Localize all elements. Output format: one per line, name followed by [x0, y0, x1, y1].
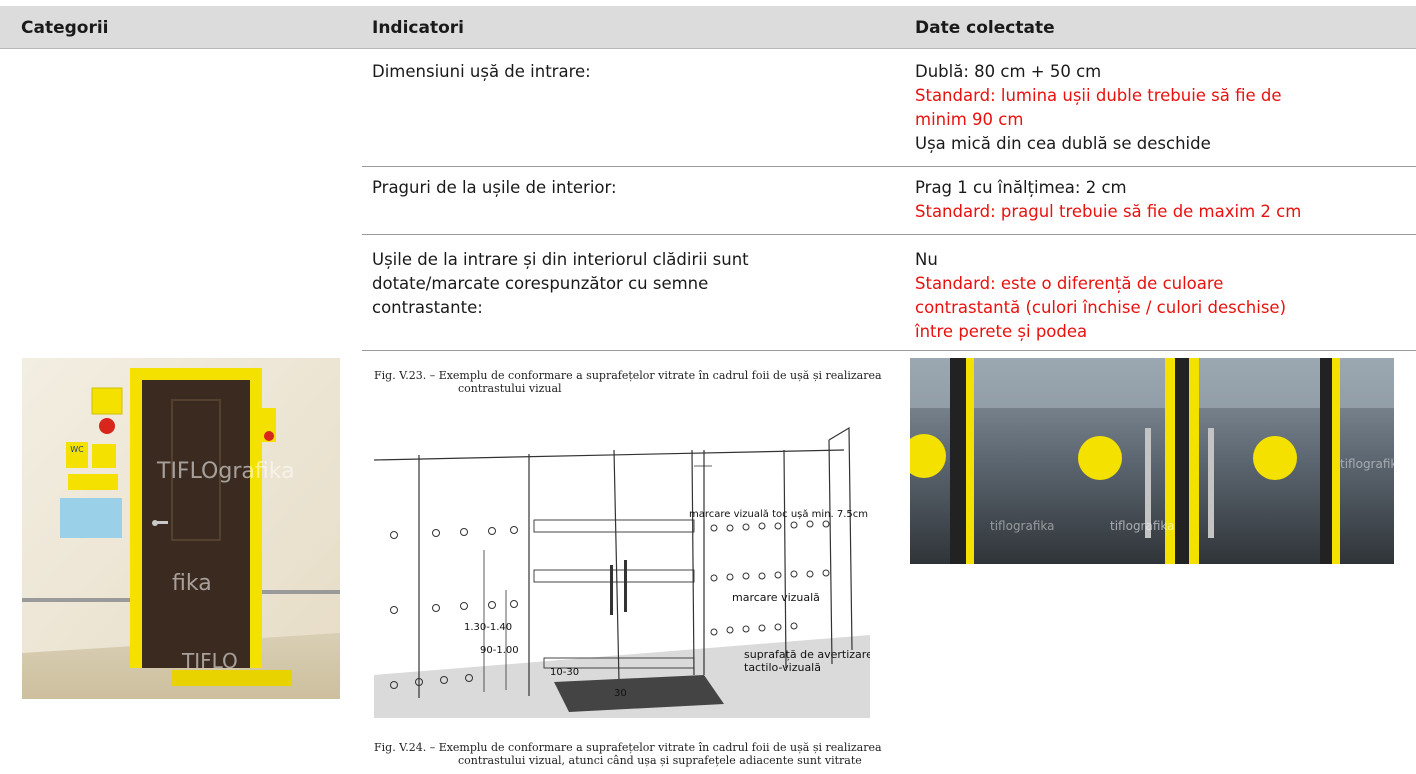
indicator-praguri: Praguri de la ușile de interior:: [372, 178, 617, 197]
glass-door-diagram: marcare vizuală toc ușă min. 7.5cm marca…: [374, 420, 870, 718]
label-h2: 90-1.00: [480, 645, 519, 656]
label-w: 30: [614, 688, 627, 699]
standard-text: Standard: pragul trebuie să fie de maxim…: [915, 202, 1302, 221]
watermark: tiflografika: [1340, 457, 1394, 471]
header-date-colectate: Date colectate: [915, 18, 1055, 38]
row-divider: [362, 234, 1416, 235]
data-value: Nu: [915, 250, 938, 269]
data-note: Ușa mică din cea dublă se deschide: [915, 134, 1211, 153]
watermark: tiflografika: [1110, 519, 1175, 533]
standard-text: Standard: este o diferență de culoare: [915, 274, 1224, 293]
header-indicatori: Indicatori: [372, 18, 464, 38]
label-marcare: marcare vizuală: [732, 591, 820, 604]
standard-text: contrastantă (culori închise / culori de…: [915, 298, 1287, 317]
watermark: TIFLOgrafika: [156, 459, 295, 484]
indicator-line: dotate/marcate corespunzător cu semne: [372, 274, 709, 293]
standard-text: Standard: lumina ușii duble trebuie să f…: [915, 86, 1282, 105]
figure-caption-bottom: Fig. V.24. – Exemplu de conformare a sup…: [374, 741, 882, 767]
label-h1: 1.30-1.40: [464, 622, 512, 633]
indicator-line: contrastante:: [372, 298, 483, 317]
header-categorii: Categorii: [21, 18, 109, 38]
standard-text: între perete și podea: [915, 322, 1088, 341]
label-suprafata: tactilo-vizuală: [744, 661, 821, 674]
wc-sign-label: WC: [70, 445, 84, 454]
label-toc: marcare vizuală toc ușă min. 7.5cm: [689, 509, 868, 520]
data-value: Dublă: 80 cm + 50 cm: [915, 62, 1102, 81]
photo-door-contrast: WC TIFLOgrafika fika TIFLO: [22, 358, 340, 699]
row-divider: [362, 350, 1416, 351]
standard-text: minim 90 cm: [915, 110, 1024, 129]
diagram-glass-door-markings: marcare vizuală toc ușă min. 7.5cm marca…: [374, 420, 870, 718]
watermark: fika: [172, 571, 212, 596]
label-h3: 10-30: [550, 667, 579, 678]
watermark: TIFLO: [181, 649, 238, 673]
data-value: Prag 1 cu înălțimea: 2 cm: [915, 178, 1127, 197]
figure-caption-top: Fig. V.23. – Exemplu de conformare a sup…: [374, 369, 882, 395]
indicator-dimensiuni-usa: Dimensiuni ușă de intrare:: [372, 62, 591, 81]
photo-glass-doors: tiflografika tiflografika tiflografika: [910, 358, 1394, 564]
indicator-line: Ușile de la intrare și din interiorul cl…: [372, 250, 749, 269]
door-illustration: WC TIFLOgrafika fika TIFLO: [22, 358, 340, 699]
row-divider: [362, 166, 1416, 167]
glass-doors-illustration: tiflografika tiflografika tiflografika: [910, 358, 1394, 564]
table-header: Categorii Indicatori Date colectate: [0, 6, 1416, 49]
watermark: tiflografika: [990, 519, 1055, 533]
label-suprafata: suprafață de avertizare: [744, 648, 870, 661]
